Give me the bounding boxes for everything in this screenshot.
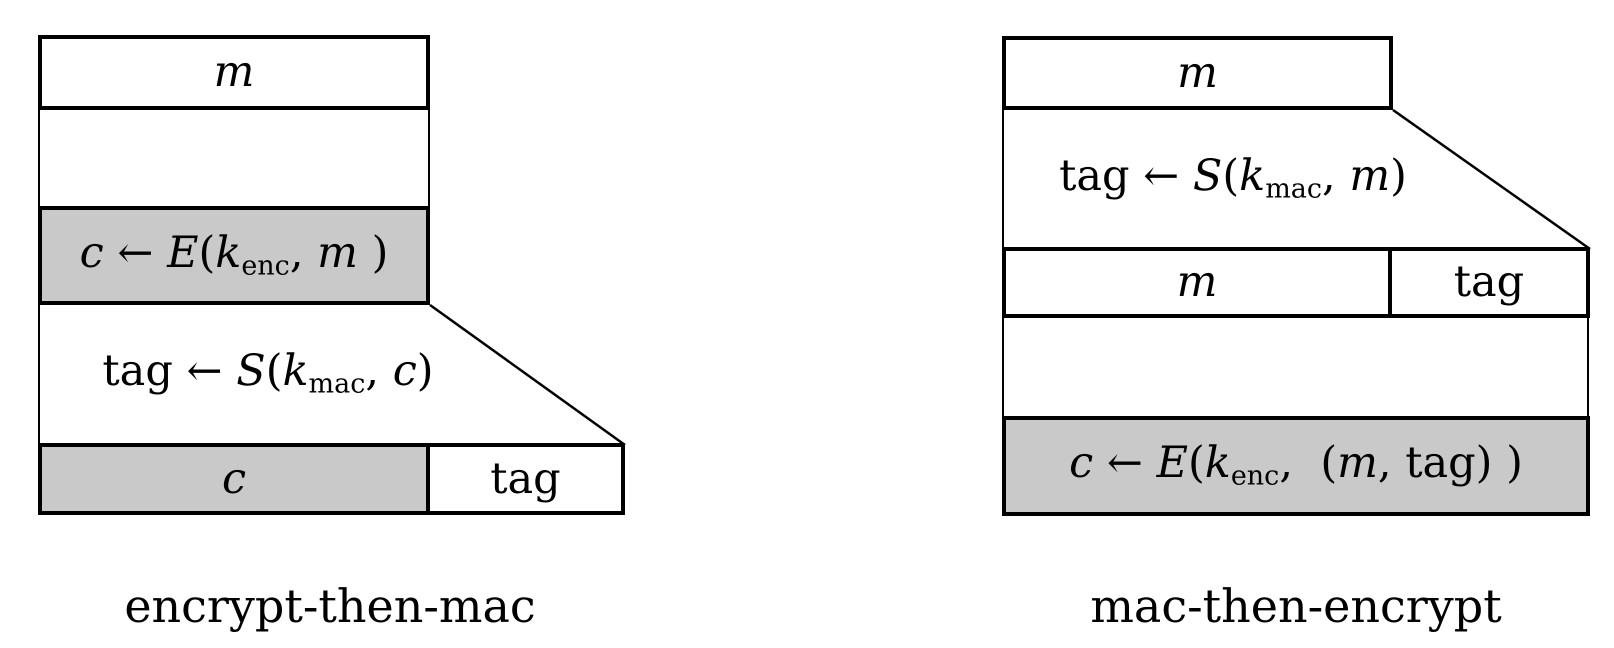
- output-cell-ciphertext: c: [42, 447, 430, 511]
- left-column-edge-line: [38, 110, 40, 206]
- diagram-caption-mac-then-encrypt: mac-then-encrypt: [1090, 579, 1502, 633]
- message-cell: m: [1006, 251, 1392, 314]
- message-label: m: [1177, 47, 1218, 98]
- ciphertext-label: c: [221, 453, 247, 504]
- left-column-edge-line: [1002, 318, 1004, 416]
- mac-operation-region: tag ← S(kmac, c): [38, 305, 498, 443]
- left-column-edge-line: [1002, 110, 1004, 247]
- mac-operation-region: tag ← S(kmac, m): [1002, 110, 1464, 247]
- left-column-edge-line: [38, 305, 40, 443]
- right-column-edge-line: [428, 110, 430, 206]
- message-box: m: [1002, 36, 1393, 110]
- output-box: c tag: [38, 443, 625, 515]
- message-box: m: [38, 35, 430, 110]
- tag-cell: tag: [1392, 251, 1586, 314]
- diagram-caption-encrypt-then-mac: encrypt-then-mac: [124, 579, 536, 633]
- message-label: m: [1176, 257, 1218, 307]
- message-tag-box: m tag: [1002, 247, 1590, 318]
- message-label: m: [213, 47, 255, 97]
- mac-expression: tag ← S(kmac, m): [1059, 150, 1407, 205]
- encrypt-operation-box: c ← E(kenc, m ): [38, 206, 430, 305]
- mac-expression: tag ← S(kmac, c): [102, 346, 434, 400]
- right-column-edge-line: [1587, 318, 1589, 416]
- tag-label: tag: [490, 453, 561, 504]
- encrypt-expression: c ← E(kenc, (m, tag) ): [1069, 438, 1523, 492]
- encrypt-expression: c ← E(kenc, m ): [79, 227, 389, 282]
- output-cell-tag: tag: [430, 447, 621, 511]
- tag-label: tag: [1453, 257, 1525, 307]
- encrypt-operation-box: c ← E(kenc, (m, tag) ): [1002, 416, 1590, 516]
